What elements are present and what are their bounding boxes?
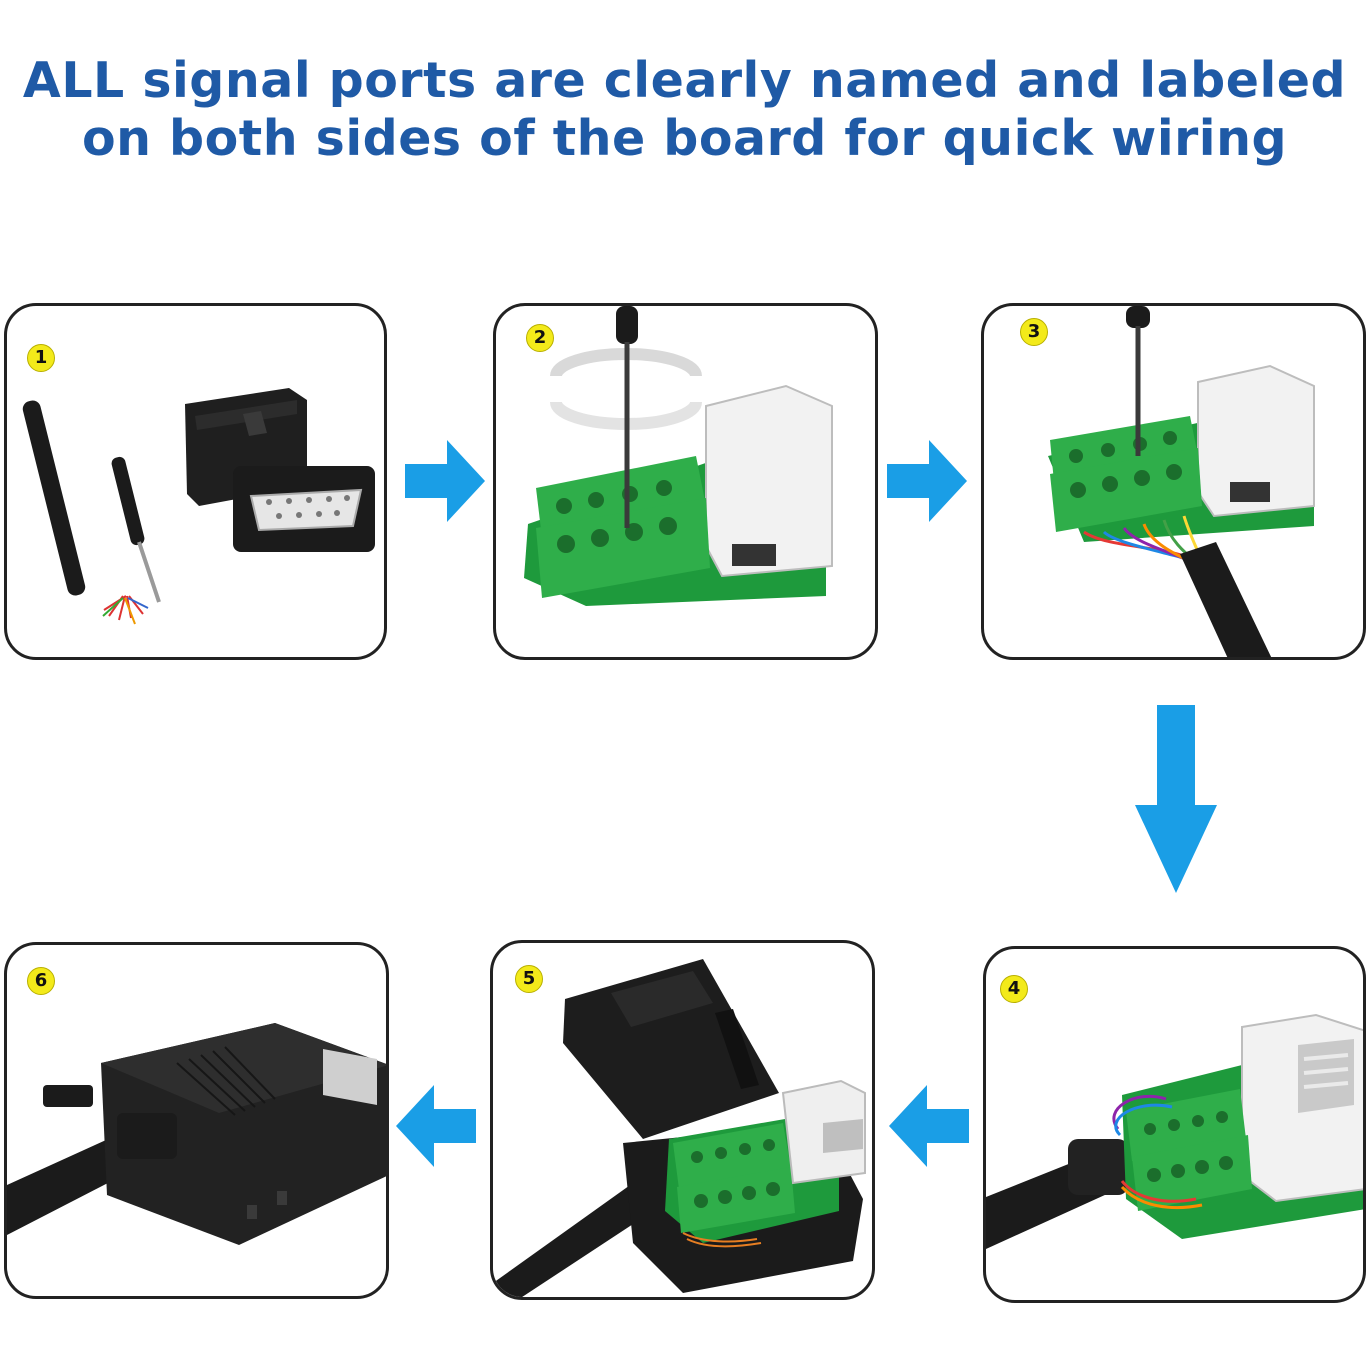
arrow-right-icon — [405, 440, 485, 522]
step-2-badge: 2 — [526, 324, 554, 352]
cable-icon — [22, 400, 149, 625]
arrow-left-icon — [396, 1085, 476, 1167]
terminal-block-icon — [536, 456, 710, 598]
terminal-block-icon — [673, 1123, 795, 1233]
step-1-panel: 1 — [4, 303, 387, 660]
step-4-panel: 4 — [983, 946, 1366, 1303]
screwdriver-icon — [111, 456, 161, 603]
wires-icon — [1112, 1094, 1203, 1210]
arrow-left-icon — [889, 1085, 969, 1167]
wired-terminal-board-icon — [986, 1013, 1363, 1249]
step-6-panel: 6 — [4, 942, 389, 1299]
screwdriver-icon — [616, 306, 638, 528]
arrow-down-icon — [1135, 705, 1217, 893]
terminal-block-icon — [1126, 1089, 1252, 1211]
connector-hood-icon — [185, 388, 375, 552]
step-5-panel: 5 — [490, 940, 875, 1300]
headline: ALL signal ports are clearly named and l… — [0, 52, 1369, 168]
terminal-block-icon — [1050, 416, 1202, 532]
loosen-terminal-screws-icon — [524, 306, 833, 606]
step-1-badge: 1 — [27, 344, 55, 372]
headline-line-1: ALL signal ports are clearly named and l… — [22, 52, 1347, 109]
step-3-panel: 3 — [981, 303, 1366, 660]
tools-and-connector-hood-icon — [22, 388, 375, 625]
headline-line-2: on both sides of the board for quick wir… — [81, 110, 1288, 167]
insert-and-tighten-wires-icon — [1048, 306, 1315, 657]
assembled-connector-icon — [7, 1023, 386, 1245]
close-hood-shell-icon — [493, 959, 866, 1297]
step-4-badge: 4 — [1000, 975, 1028, 1003]
step-6-badge: 6 — [27, 967, 55, 995]
step-2-panel: 2 — [493, 303, 878, 660]
screwdriver-icon — [1126, 306, 1150, 456]
step-3-badge: 3 — [1020, 318, 1048, 346]
step-5-badge: 5 — [515, 965, 543, 993]
arrow-right-icon — [887, 440, 967, 522]
